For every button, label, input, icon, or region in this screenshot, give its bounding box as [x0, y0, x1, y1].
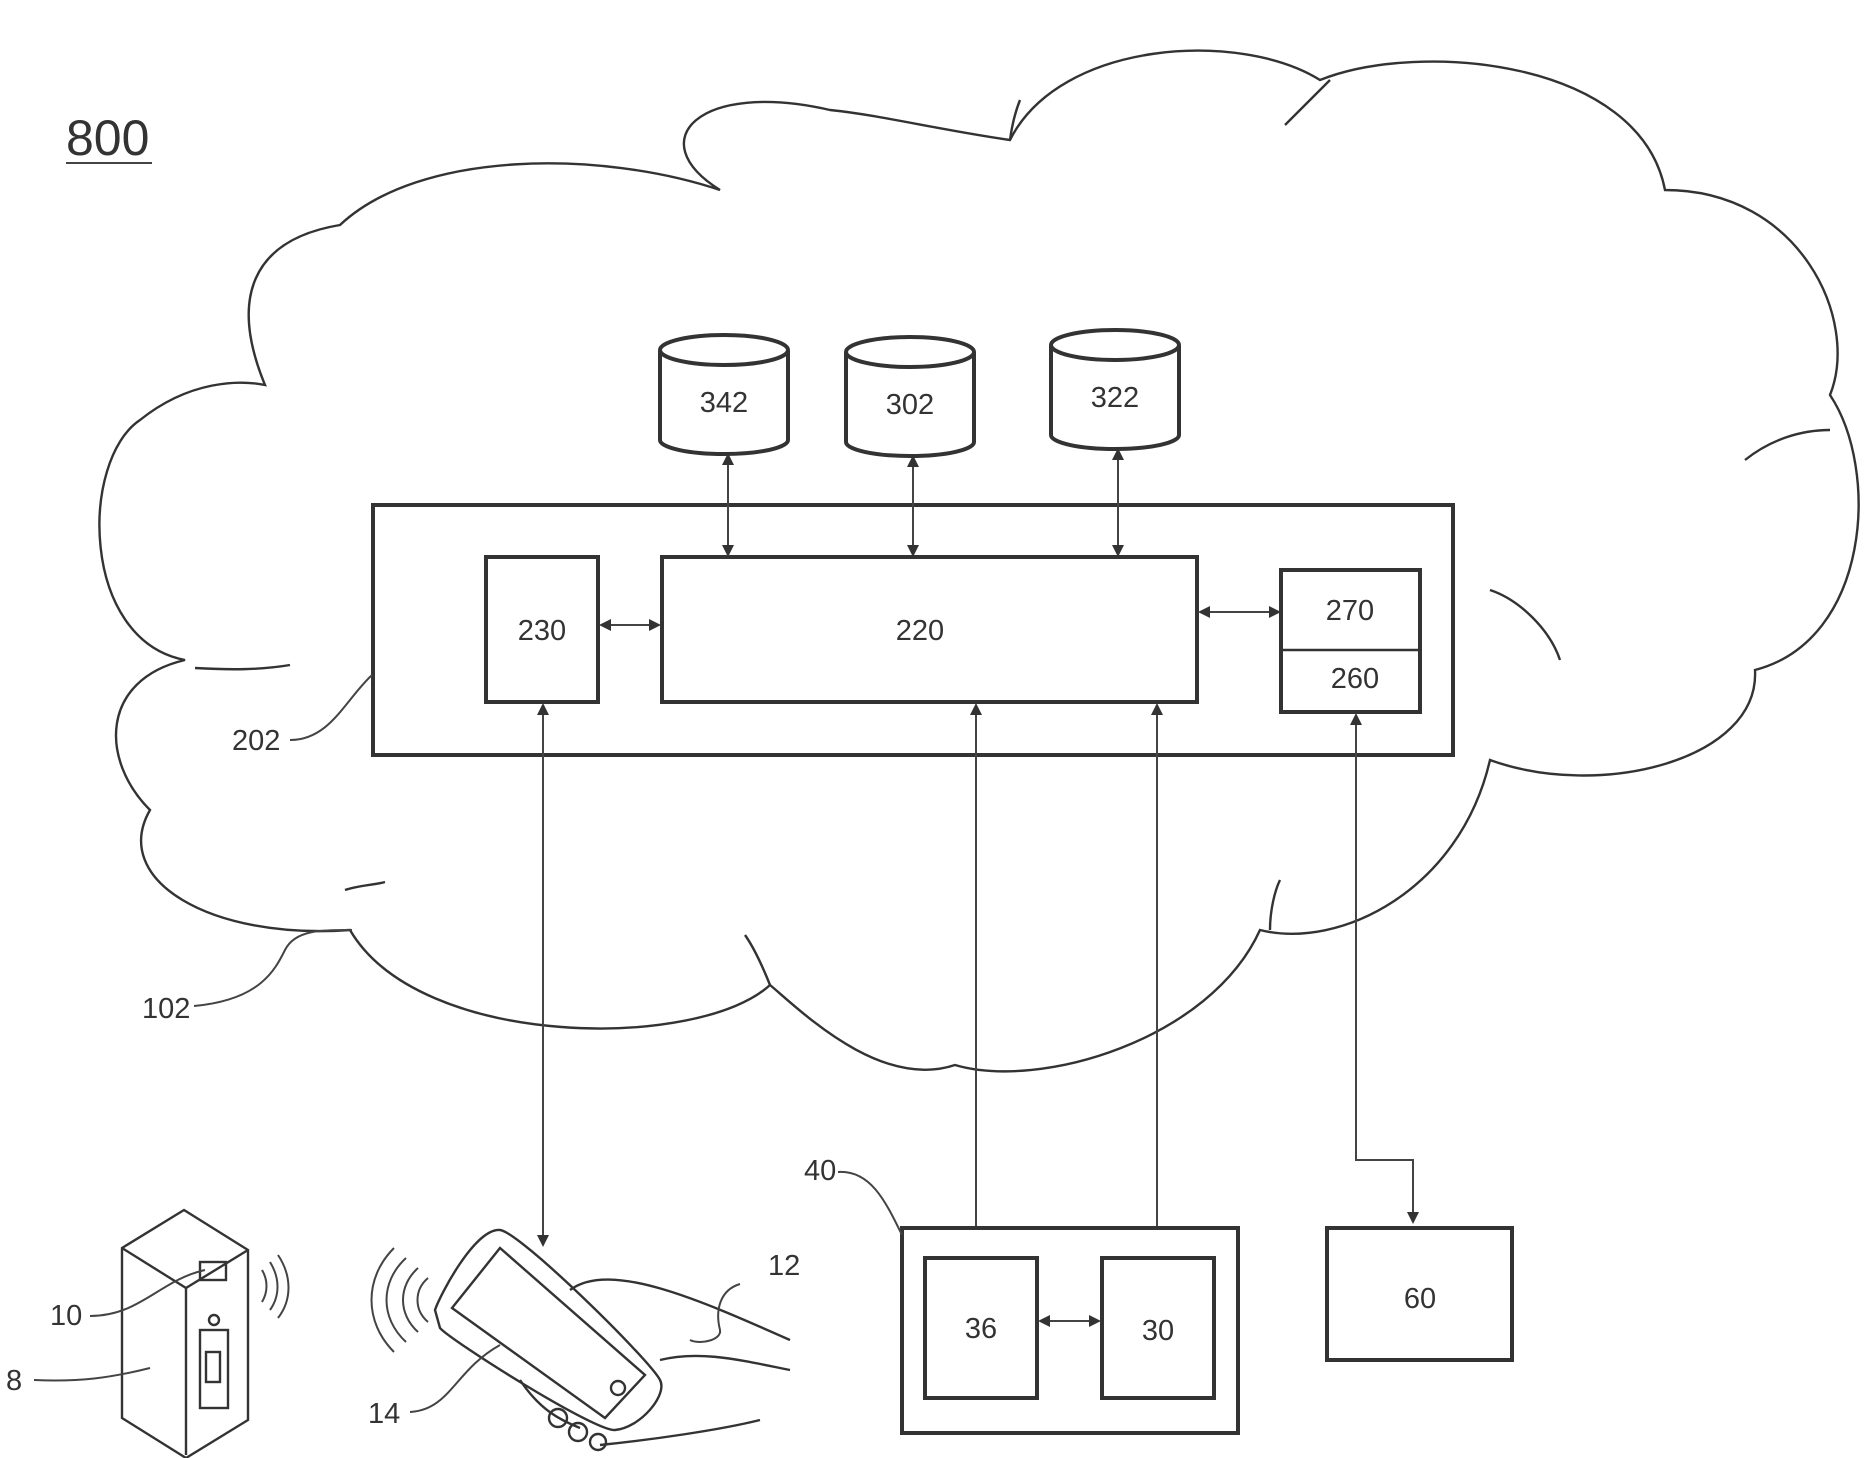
cloud-notch [1010, 100, 1020, 140]
phone-in-hand-illustration [372, 1230, 791, 1450]
container-illustration [122, 1210, 289, 1458]
cloud-notch [1270, 880, 1280, 930]
container-ref-label: 8 [6, 1365, 22, 1397]
cloud-notch [1490, 590, 1560, 660]
cloud-notch [195, 665, 290, 669]
phone-wireless-icon [372, 1248, 429, 1352]
tag-leader [90, 1270, 205, 1316]
database-302: 302 [846, 337, 974, 456]
phone-leader [410, 1345, 500, 1412]
wireless-signal-icon [278, 1255, 289, 1318]
cloud-notch [1745, 430, 1830, 460]
cloud-notch [345, 882, 385, 890]
database-342-label: 342 [700, 387, 748, 419]
block-36-label: 36 [965, 1313, 997, 1345]
database-322: 322 [1051, 330, 1179, 449]
server-ref-label: 202 [232, 725, 280, 757]
server-leader [290, 675, 372, 740]
network-leader [194, 930, 352, 1006]
block-30-label: 30 [1142, 1315, 1174, 1347]
block-270-label: 270 [1326, 595, 1374, 627]
database-342: 342 [660, 335, 788, 454]
group-ref-label: 40 [804, 1155, 836, 1187]
tag-ref-label: 10 [50, 1300, 82, 1332]
external-box-60-label: 60 [1404, 1283, 1436, 1315]
database-322-label: 322 [1091, 382, 1139, 414]
hand-leader [690, 1284, 740, 1342]
block-260-label: 260 [1331, 663, 1379, 695]
figure-number-text: 800 [66, 110, 149, 166]
figure-number: 800 [66, 110, 152, 166]
cloud-notch [745, 935, 770, 985]
hand-ref-label: 12 [768, 1250, 800, 1282]
block-230-label: 230 [518, 615, 566, 647]
block-220-label: 220 [896, 615, 944, 647]
container-leader [34, 1368, 150, 1381]
cloud-notch [1285, 80, 1330, 125]
arrow-260-60 [1356, 715, 1413, 1222]
network-ref-label: 102 [142, 993, 190, 1025]
group-leader [838, 1172, 902, 1235]
database-302-label: 302 [886, 389, 934, 421]
phone-ref-label: 14 [368, 1398, 400, 1430]
